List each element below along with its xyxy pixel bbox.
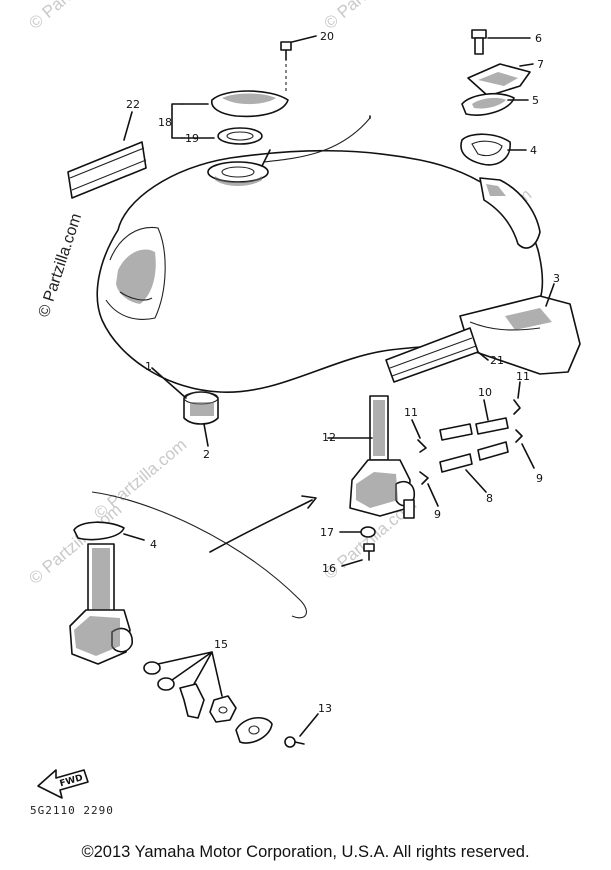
callout-19: 19 [185, 132, 199, 145]
part-3-mount: 3 [459, 272, 581, 375]
callout-3: 3 [553, 272, 560, 285]
callout-21: 21 [490, 354, 504, 367]
callout-16: 16 [322, 562, 336, 575]
callout-5: 5 [532, 94, 539, 107]
callout-13: 13 [318, 702, 332, 715]
part-21-strip: 21 [385, 327, 504, 383]
callout-7: 7 [537, 58, 544, 71]
callout-17: 17 [320, 526, 334, 539]
part-13-screw: 13 [284, 702, 332, 748]
callout-10: 10 [478, 386, 492, 399]
part-12-fuel-cock: 12 17 16 [320, 395, 416, 575]
callout-8: 8 [486, 492, 493, 505]
parts-4-7: 6 7 5 4 [460, 29, 544, 166]
callout-2: 2 [203, 448, 210, 461]
part-10-hose-a [439, 423, 473, 441]
callout-22: 22 [126, 98, 140, 111]
callout-6: 6 [535, 32, 542, 45]
part-8-hose-b [477, 441, 509, 461]
callout-15: 15 [214, 638, 228, 651]
callout-11a: 11 [404, 406, 418, 419]
watermark: © Partzilla.com [90, 435, 190, 523]
callout-4: 4 [530, 144, 537, 157]
part-15-kit: 15 [143, 638, 273, 744]
callout-12: 12 [322, 431, 336, 444]
copyright-notice: ©2013 Yamaha Motor Corporation, U.S.A. A… [81, 843, 530, 861]
side-watermark: © Partzilla.com [36, 211, 85, 319]
diagram-code: 5G2110 2290 [30, 804, 114, 817]
part-8-hose-a [439, 453, 473, 473]
part-10-hose-b [475, 417, 509, 435]
watermark: © Partzilla.com [25, 0, 125, 33]
forward-arrow-icon: FWD [37, 769, 89, 799]
callout-18: 18 [158, 116, 172, 129]
part-19-gasket [217, 127, 263, 145]
callout-9b: 9 [536, 472, 543, 485]
callout-11b: 11 [516, 370, 530, 383]
watermark: © Partzilla.com [320, 0, 420, 33]
parts-8-11-hoses: 10 8 11 11 9 9 9 [404, 370, 543, 521]
callout-20: 20 [320, 30, 334, 43]
part-22-emblem: 22 [67, 98, 147, 199]
detail-view: 4 [69, 491, 317, 665]
callout-1: 1 [145, 360, 152, 373]
callout-4b: 4 [150, 538, 157, 551]
callout-9a: 9 [434, 508, 441, 521]
part-18-cap: 18 19 20 [158, 30, 334, 145]
part-2-cap: 1 2 [145, 360, 219, 461]
